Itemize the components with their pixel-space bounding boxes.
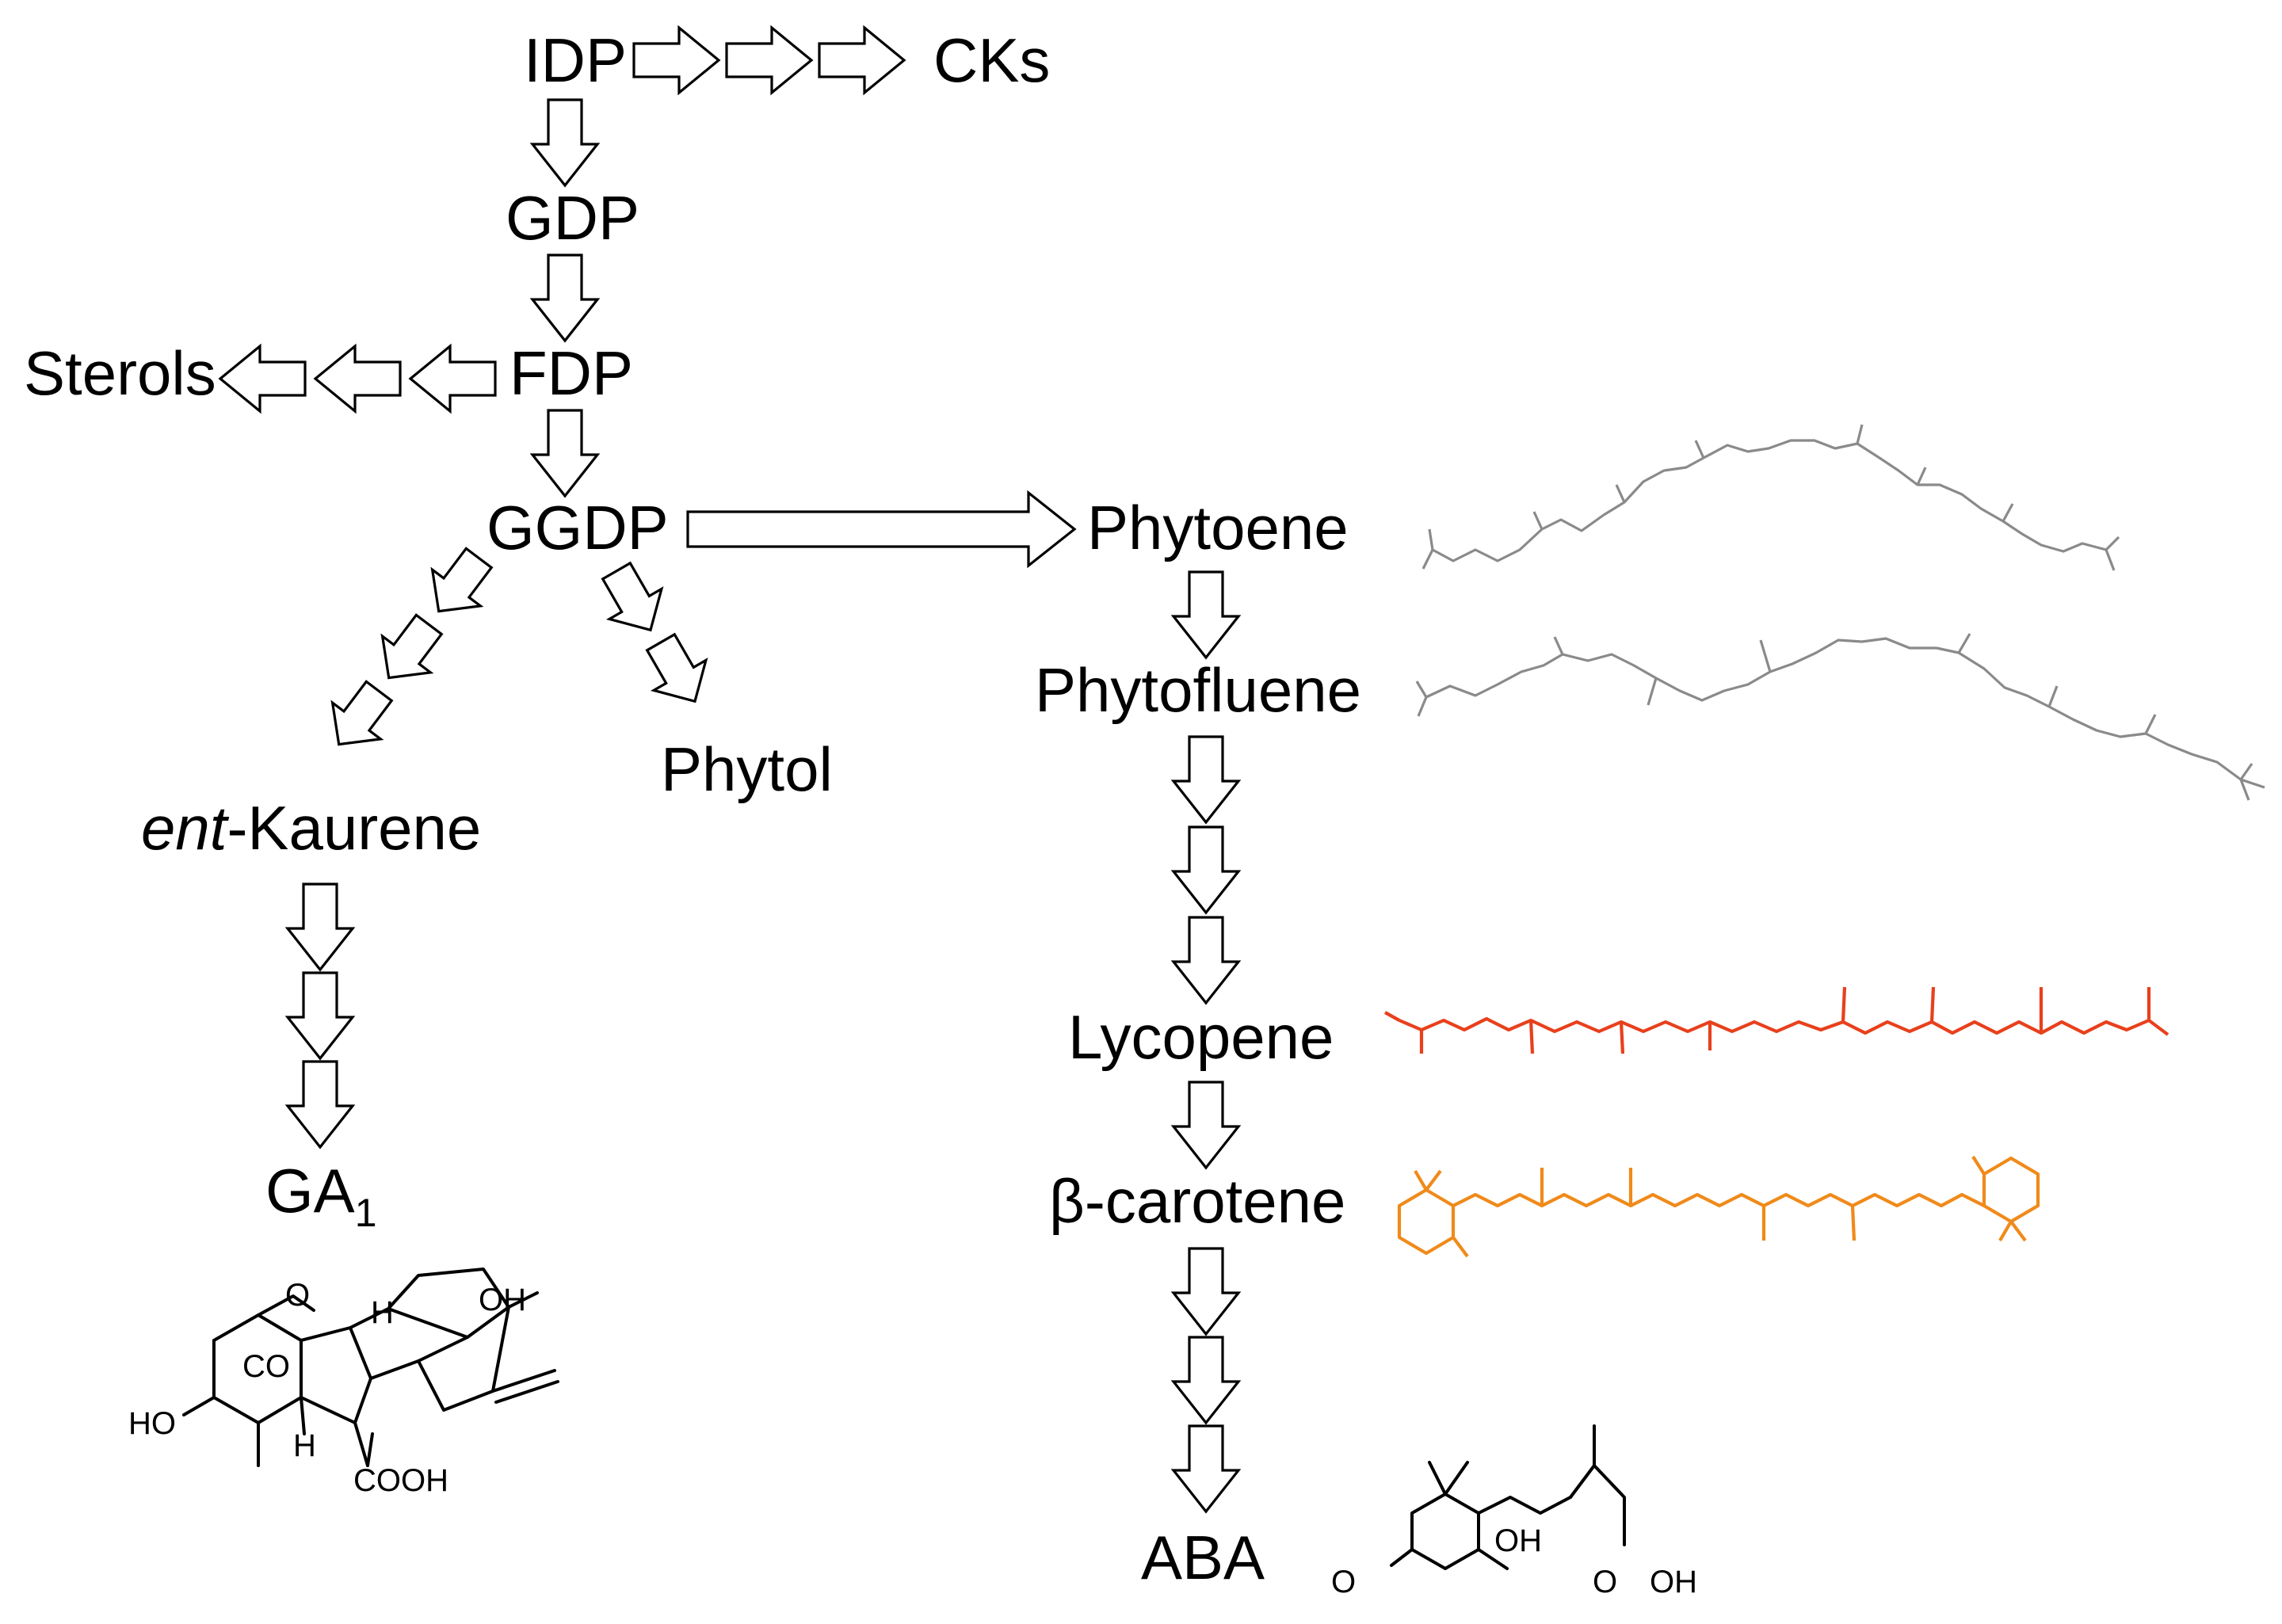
node-phytol: Phytol — [661, 734, 833, 804]
kaurene-rest: -Kaurene — [227, 793, 481, 863]
ga1-h-upper: H — [371, 1295, 394, 1330]
node-ggdp: GGDP — [487, 493, 669, 562]
arrow-ggdp-to-phytol — [601, 561, 708, 703]
aba-oh: OH — [1494, 1523, 1542, 1558]
node-lycopene: Lycopene — [1068, 1002, 1334, 1072]
arrow-ggdp-to-ent-kaurene — [330, 547, 494, 746]
aba-oh-acid: OH — [1650, 1565, 1697, 1599]
ga1-cooh: COOH — [353, 1463, 448, 1498]
ga-subscript: 1 — [355, 1191, 377, 1235]
phytofluene-structure — [1415, 633, 2265, 801]
aba-o-ketone: O — [1331, 1565, 1356, 1599]
ga1-structure: OH O CO H HO H COOH — [128, 1268, 559, 1498]
arrow-ent-kaurene-to-ga1 — [284, 883, 356, 1149]
lycopene-structure — [1383, 986, 2169, 1054]
arrow-phytoene-to-phytofluene — [1170, 570, 1242, 660]
ga1-ho: HO — [128, 1406, 176, 1441]
node-aba: ABA — [1141, 1523, 1265, 1592]
beta-carotene-structure — [1397, 1155, 2040, 1258]
arrow-gdp-to-fdp — [529, 254, 601, 343]
arrow-idp-to-cks — [632, 25, 906, 96]
phytoene-structure — [1421, 424, 2120, 571]
ga-main: GA — [265, 1156, 355, 1226]
arrow-fdp-to-ggdp — [529, 409, 601, 498]
ga1-oh-top: OH — [479, 1283, 526, 1317]
node-gdp: GDP — [506, 183, 639, 253]
node-ent-kaurene: ent-Kaurene — [141, 793, 481, 863]
node-phytoene: Phytoene — [1087, 493, 1349, 562]
node-beta-carotene: β-carotene — [1049, 1166, 1345, 1236]
ga1-co: CO — [242, 1349, 290, 1384]
arrow-idp-to-gdp — [529, 98, 601, 188]
node-ga1: GA1 — [265, 1156, 377, 1235]
aba-o-acid: O — [1593, 1565, 1617, 1599]
arrow-lycopene-to-beta-carotene — [1170, 1081, 1242, 1170]
ga1-ring-o: O — [285, 1278, 310, 1313]
arrow-ggdp-to-phytoene — [686, 490, 1077, 569]
arrow-beta-carotene-to-aba — [1170, 1247, 1242, 1514]
node-idp: IDP — [524, 25, 627, 95]
node-cks: CKs — [933, 25, 1050, 95]
node-sterols: Sterols — [24, 338, 216, 408]
arrow-fdp-to-sterols — [218, 343, 497, 414]
aba-structure: OH O O OH — [1331, 1424, 1697, 1599]
ga1-h-lower: H — [293, 1428, 316, 1463]
node-fdp: FDP — [509, 338, 633, 408]
arrow-phytofluene-to-lycopene — [1170, 735, 1242, 1005]
node-phytofluene: Phytofluene — [1035, 655, 1361, 725]
ent-prefix: ent — [141, 793, 230, 863]
